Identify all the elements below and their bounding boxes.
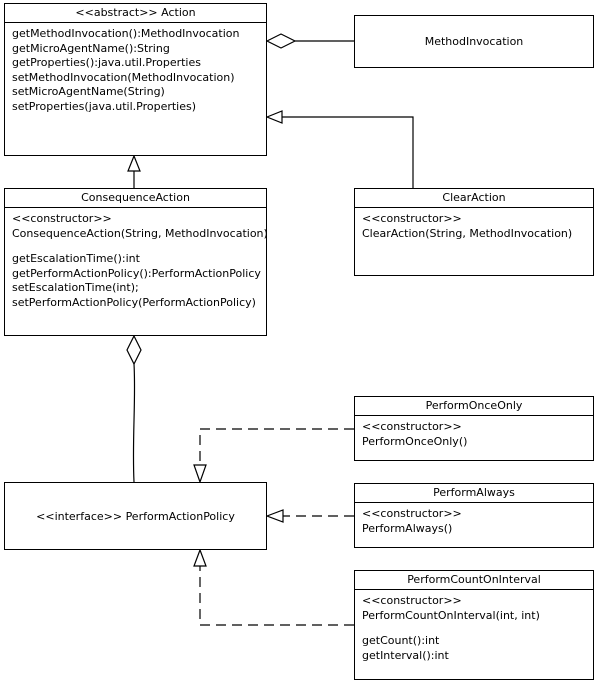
class-performalways: PerformAlways <<constructor>> PerformAlw…: [354, 483, 594, 548]
class-clearaction-title: ClearAction: [355, 189, 593, 208]
class-consequenceaction: ConsequenceAction <<constructor>> Conseq…: [4, 188, 268, 336]
realization-performonceonly: [193, 428, 354, 484]
constructor-stereotype: <<constructor>>: [362, 212, 462, 225]
aggregation-methodinvocation: [265, 33, 354, 49]
class-performcountoninterval: PerformCountOnInterval <<constructor>> P…: [354, 570, 594, 680]
constructor-stereotype: <<constructor>>: [362, 507, 462, 520]
constructor: PerformOnceOnly(): [362, 434, 468, 448]
class-methodinvocation-title: MethodInvocation: [424, 35, 524, 48]
class-performalways-title: PerformAlways: [355, 484, 593, 503]
constructor: PerformAlways(): [362, 521, 453, 535]
class-methodinvocation: MethodInvocation: [354, 15, 594, 68]
method: getMethodInvocation():MethodInvocation: [12, 27, 240, 40]
realization-performalways: [265, 509, 354, 523]
class-clearaction: ClearAction <<constructor>> ClearAction(…: [354, 188, 594, 276]
class-performonceonly-title: PerformOnceOnly: [355, 397, 593, 416]
class-performonceonly: PerformOnceOnly <<constructor>> PerformO…: [354, 396, 594, 461]
class-action-methods: getMethodInvocation():MethodInvocation g…: [5, 23, 266, 118]
method: getCount():int: [362, 634, 440, 647]
method: setPerformActionPolicy(PerformActionPoli…: [12, 295, 256, 309]
class-performonceonly-members: <<constructor>> PerformOnceOnly(): [355, 416, 593, 453]
method: getPerformActionPolicy():PerformActionPo…: [12, 266, 261, 280]
interface-performactionpolicy-title: <<interface>> PerformActionPolicy: [36, 509, 235, 523]
method: setEscalationTime(int);: [12, 281, 139, 294]
method: setProperties(java.util.Properties): [12, 99, 197, 113]
constructor: PerformCountOnInterval(int, int): [362, 608, 540, 622]
method: getInterval():int: [362, 648, 449, 662]
method: setMicroAgentName(String): [12, 85, 165, 98]
class-consequenceaction-members: <<constructor>> ConsequenceAction(String…: [5, 208, 268, 314]
method: getMicroAgentName():String: [12, 41, 170, 55]
constructor-stereotype: <<constructor>>: [12, 212, 112, 225]
interface-performactionpolicy: <<interface>> PerformActionPolicy: [4, 482, 267, 550]
method: setMethodInvocation(MethodInvocation): [12, 70, 235, 84]
generalization-consequenceaction: [127, 154, 141, 188]
class-consequenceaction-title: ConsequenceAction: [5, 189, 266, 208]
method: getEscalationTime():int: [12, 252, 140, 265]
class-performalways-members: <<constructor>> PerformAlways(): [355, 503, 593, 540]
method: getProperties():java.util.Properties: [12, 56, 201, 69]
constructor: ConsequenceAction(String, MethodInvocati…: [12, 226, 268, 240]
constructor: ClearAction(String, MethodInvocation): [362, 226, 573, 240]
generalization-clearaction: [265, 110, 414, 188]
class-action-title: <<abstract>> Action: [5, 4, 266, 23]
aggregation-performactionpolicy: [126, 334, 142, 483]
constructor-stereotype: <<constructor>>: [362, 420, 462, 433]
class-action: <<abstract>> Action getMethodInvocation(…: [4, 3, 267, 156]
constructor-stereotype: <<constructor>>: [362, 594, 462, 607]
class-performcountoninterval-members: <<constructor>> PerformCountOnInterval(i…: [355, 590, 593, 667]
class-clearaction-members: <<constructor>> ClearAction(String, Meth…: [355, 208, 593, 245]
class-performcountoninterval-title: PerformCountOnInterval: [355, 571, 593, 590]
realization-performcountoninterval: [193, 548, 354, 626]
